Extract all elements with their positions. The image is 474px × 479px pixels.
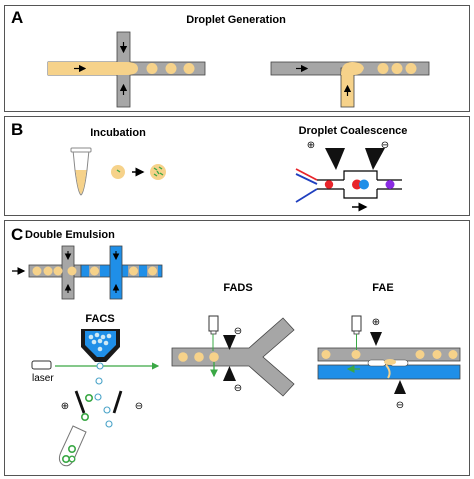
double-emulsion-channel — [12, 245, 163, 300]
panel-a-letter: A — [11, 8, 23, 27]
plus-electrode-icon: ⊕ — [61, 401, 69, 412]
coalescence-device: ⊕ ⊖ — [295, 140, 402, 212]
double-emulsion-title: Double Emulsion — [25, 229, 115, 241]
droplet-coalescence-title: Droplet Coalescence — [299, 125, 408, 137]
minus-electrode-icon: ⊖ — [234, 383, 242, 394]
fads-title: FADS — [223, 282, 252, 294]
fae-device: ⊕ ⊖ — [317, 315, 461, 411]
minus-electrode-icon: ⊖ — [396, 400, 404, 411]
facs-title: FACS — [85, 313, 114, 325]
minus-electrode-icon: ⊖ — [381, 140, 389, 151]
panel-c-letter: C — [11, 225, 23, 244]
incubation-droplets — [111, 164, 166, 180]
minus-electrode-icon: ⊖ — [135, 401, 143, 412]
collection-tube-icon — [58, 425, 87, 467]
t-junction — [270, 61, 430, 108]
incubation-title: Incubation — [90, 127, 146, 139]
plus-electrode-icon: ⊕ — [307, 140, 315, 151]
eppendorf-tube-icon — [70, 147, 92, 196]
droplet-generation-title: Droplet Generation — [186, 14, 286, 26]
camera-icon — [208, 315, 219, 335]
panel-b-letter: B — [11, 120, 23, 139]
laser-icon — [31, 360, 52, 370]
panel-droplet-generation — [4, 5, 470, 112]
plus-electrode-icon: ⊕ — [372, 317, 380, 328]
camera-icon — [351, 315, 362, 335]
cross-junction — [47, 31, 206, 108]
minus-electrode-icon: ⊖ — [234, 326, 242, 337]
fads-device: ⊖ ⊖ — [171, 315, 295, 397]
facs-device: laser ⊕ ⊖ — [31, 329, 160, 467]
laser-label: laser — [32, 373, 54, 384]
fae-title: FAE — [372, 282, 393, 294]
